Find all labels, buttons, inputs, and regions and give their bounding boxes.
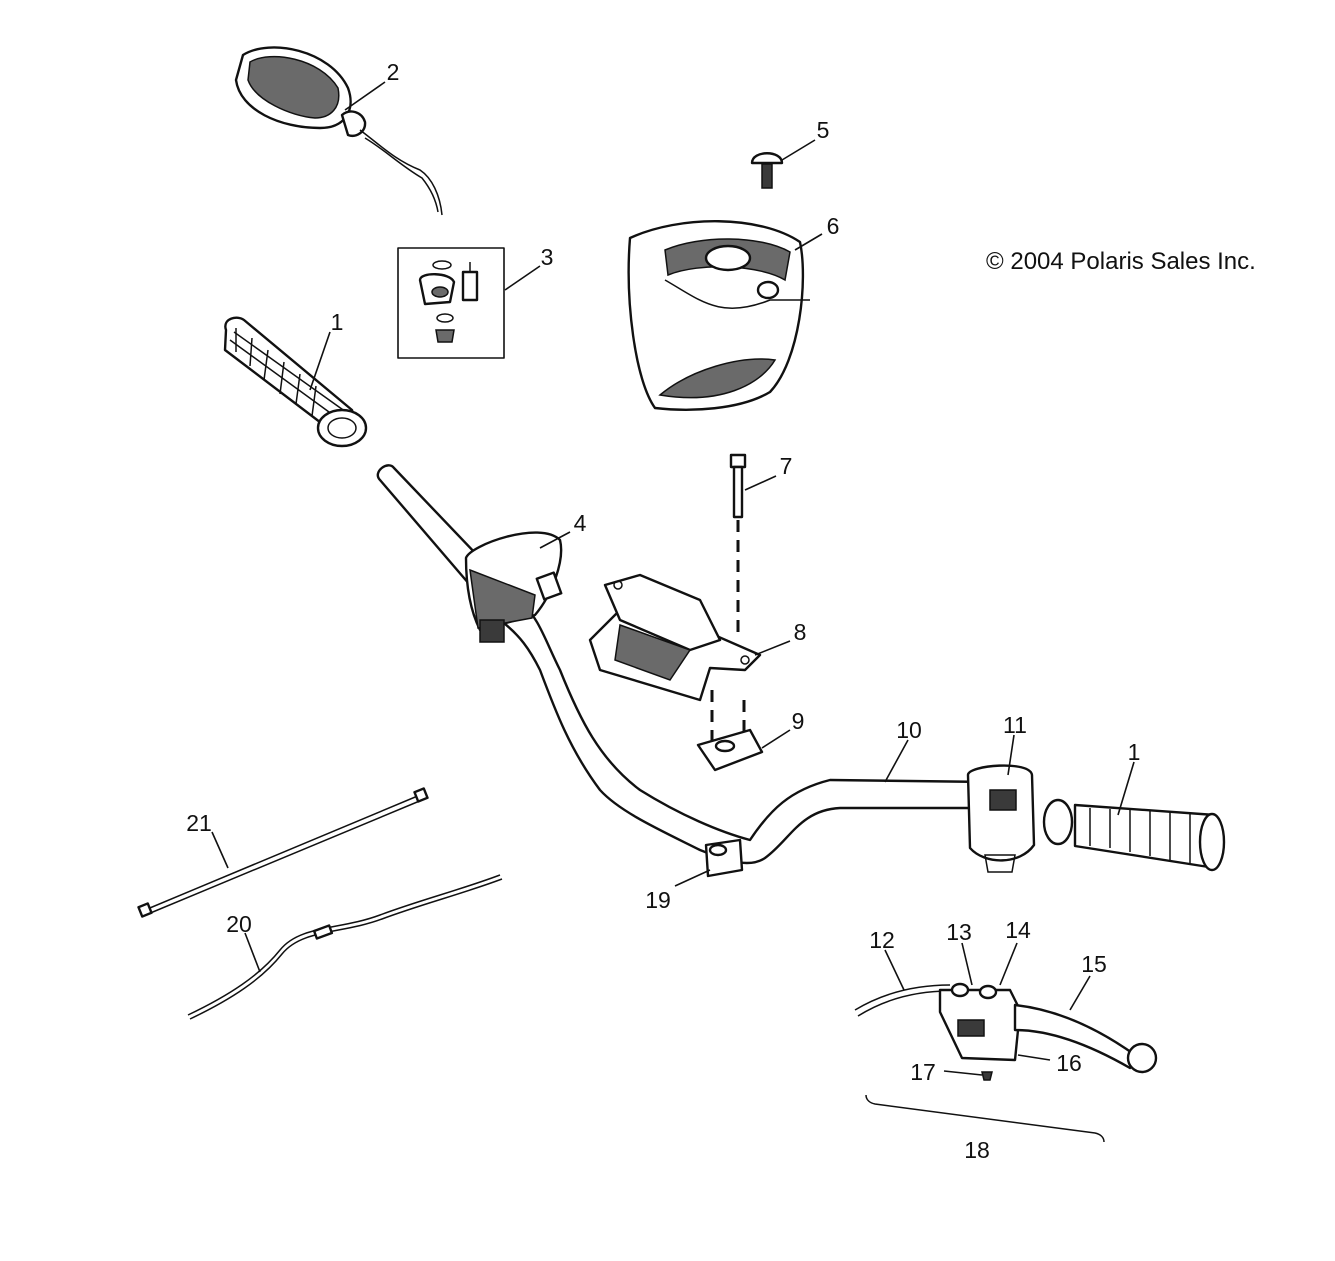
mounting-plate-part [588, 573, 762, 702]
callout-10-handlebar: 10 [896, 717, 922, 743]
left-grip-part [223, 316, 368, 448]
cable-21-part [137, 787, 429, 918]
callout-11-switch-housing: 11 [1003, 712, 1027, 738]
callout-13: 13 [946, 919, 972, 945]
callout-1-right-grip: 1 [1128, 739, 1141, 765]
callout-17-screw: 17 [910, 1059, 936, 1085]
mirror-part [234, 46, 443, 216]
lower-clamp-part [704, 838, 744, 878]
callout-8-mounting-plate: 8 [794, 619, 807, 645]
switch-housing-part [966, 764, 1036, 873]
callout-5-screw: 5 [817, 117, 830, 143]
callout-15-brake-lever: 15 [1081, 951, 1107, 977]
callout-4-throttle-housing: 4 [574, 510, 587, 536]
headlight-pod-part [627, 220, 810, 411]
right-grip-part [1042, 798, 1226, 872]
callout-16-master-cylinder: 16 [1056, 1050, 1082, 1076]
brake-lever-assembly-part [854, 982, 1158, 1143]
callout-6-headlight-pod: 6 [827, 213, 840, 239]
upper-clamp-part [696, 728, 764, 772]
callout-3-hardware-kit: 3 [541, 244, 554, 270]
throttle-housing-part [464, 531, 563, 643]
screw-part [750, 152, 784, 189]
callout-20-cable: 20 [226, 911, 252, 937]
callout-21-cable: 21 [186, 810, 212, 836]
hardware-kit-part [397, 247, 505, 359]
callout-labels: 1 2 3 4 5 6 1 7 8 9 10 11 21 19 20 12 13… [186, 59, 1140, 1163]
callout-12-brake-cable: 12 [869, 927, 895, 953]
callout-18-assembly: 18 [964, 1137, 990, 1163]
callout-14: 14 [1005, 917, 1031, 943]
callout-2-mirror: 2 [387, 59, 400, 85]
callout-19-lower-clamp: 19 [645, 887, 671, 913]
callout-1-left-grip: 1 [331, 309, 344, 335]
bolt-part [710, 453, 747, 760]
callout-7-bolt: 7 [780, 453, 793, 479]
cable-20-part [187, 874, 503, 1020]
leader-lines [211, 81, 1135, 1076]
callout-9-upper-clamp: 9 [792, 708, 805, 734]
handlebar-part [376, 464, 992, 865]
copyright-text: © 2004 Polaris Sales Inc. [986, 248, 1256, 275]
